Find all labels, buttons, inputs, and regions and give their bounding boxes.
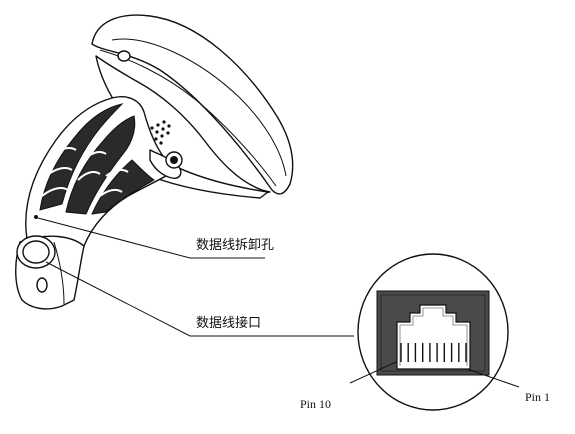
label-pin-1: Pin 1 (525, 390, 550, 404)
callout-interface-line (45, 261, 354, 337)
scanner-illustration (15, 14, 294, 310)
pin-1-pointer (466, 368, 520, 388)
connector-pins (400, 343, 467, 362)
pin-10-pointer (349, 361, 397, 384)
label-pin-10: Pin 10 (300, 397, 331, 411)
callout-lines (37, 217, 354, 337)
release-hole-dot (34, 215, 38, 219)
label-cable-interface: 数据线接口 (196, 315, 261, 331)
mount-hole (117, 50, 131, 62)
scanner-handle (15, 96, 183, 310)
callout-release-hole-line (37, 217, 265, 259)
connector-detail (357, 253, 509, 411)
cable-port-opening (22, 240, 50, 264)
label-cable-release-hole: 数据线拆卸孔 (196, 237, 274, 253)
